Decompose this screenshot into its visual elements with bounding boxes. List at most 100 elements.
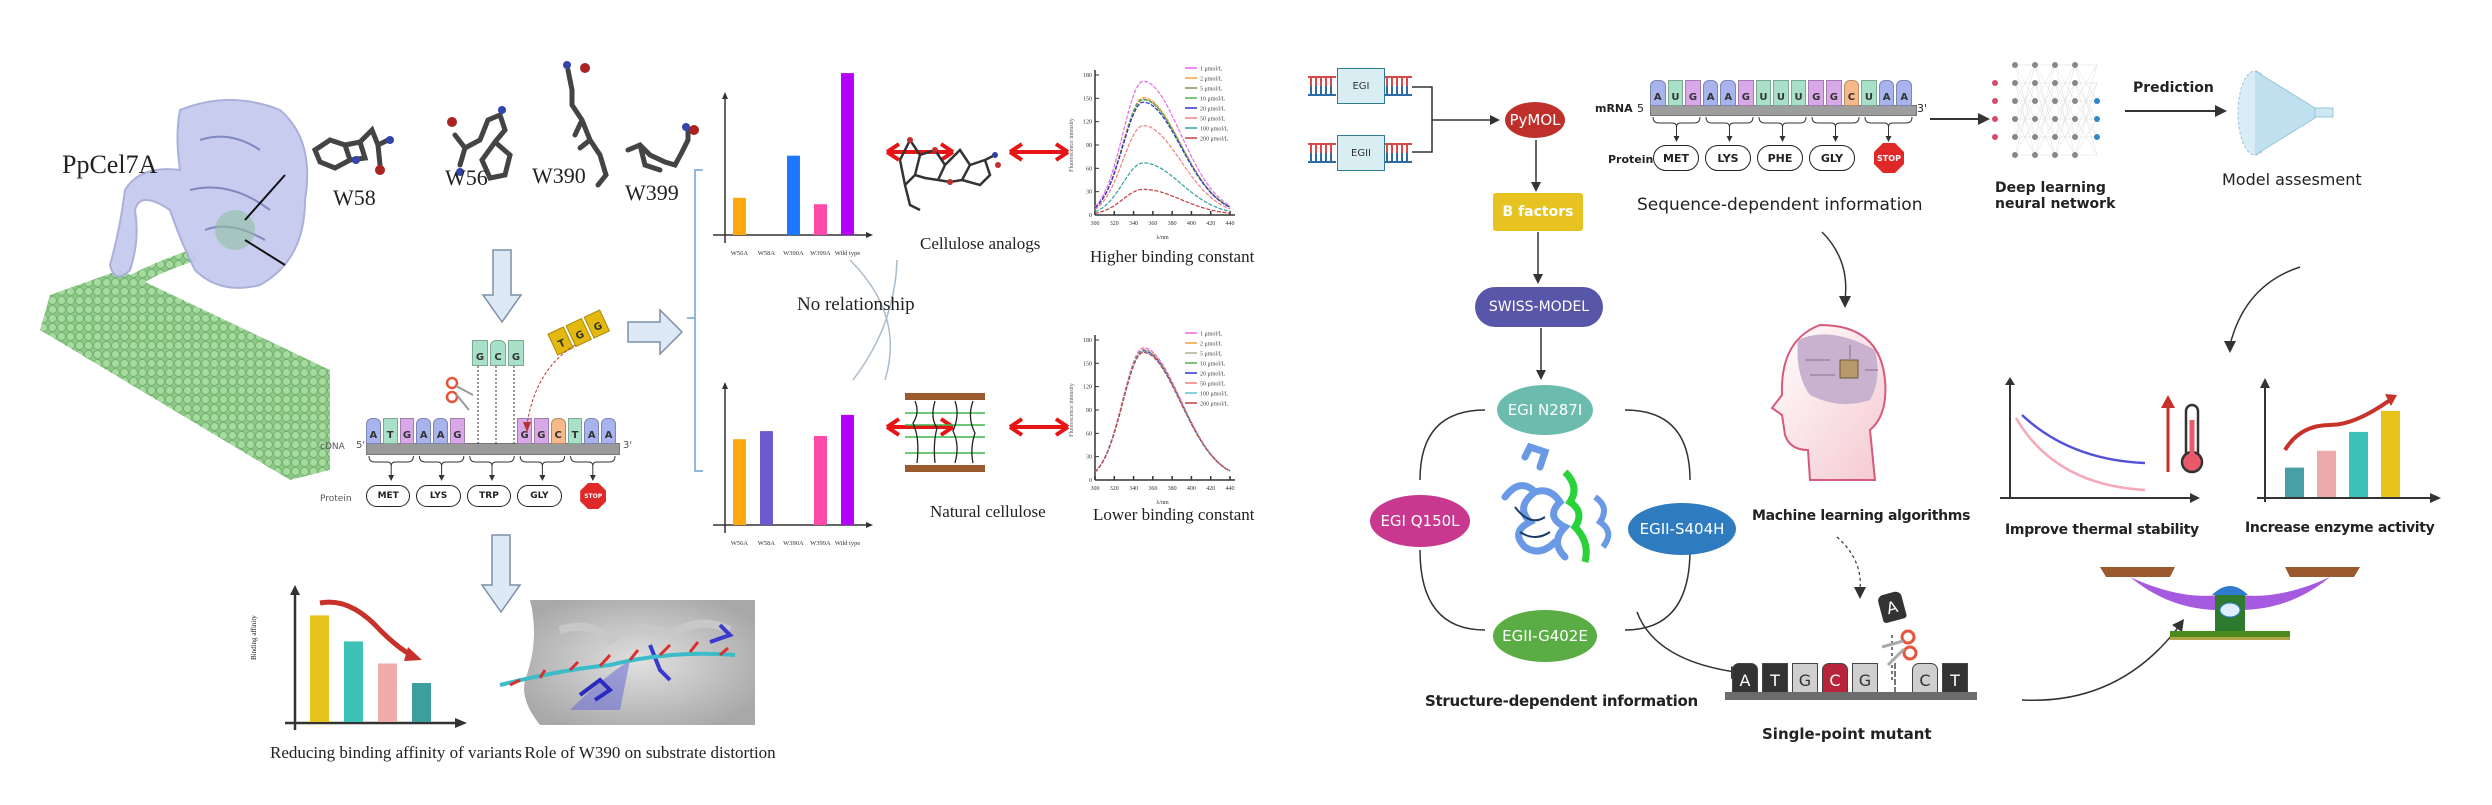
pymol-node: PyMOL <box>1505 102 1565 138</box>
tick-label: W399A <box>810 540 831 547</box>
trend-arrowhead <box>404 647 422 661</box>
dna-rung <box>1330 145 1332 161</box>
x-tick-label: 440 <box>1226 221 1235 227</box>
legend-label: 2 μmol/L <box>1200 342 1223 348</box>
nn-node <box>2052 152 2058 158</box>
w390-caption: Role of W390 on substrate distortion <box>524 743 776 762</box>
codon-arrowhead <box>388 475 395 481</box>
curved-arrow <box>1821 231 1851 308</box>
mrna-three-prime: 3' <box>1917 102 1928 115</box>
nucleotide-A: A <box>416 418 432 444</box>
nn-edge <box>2054 64 2076 138</box>
cdna-strand <box>366 443 620 455</box>
down-arrow-icon <box>481 249 523 324</box>
double-arrow-icon <box>1008 417 1070 437</box>
nucleotide-A: A <box>1878 80 1895 106</box>
nucleotide-T: T <box>567 418 583 444</box>
double-arrow-icon <box>885 142 955 162</box>
x-tick-label: 420 <box>1206 486 1215 492</box>
nn-input-node <box>1992 134 1998 140</box>
codon-braces <box>368 455 616 481</box>
series-line <box>1094 188 1231 214</box>
tick-label: W399A <box>810 250 831 257</box>
protein-ribbon-icon <box>1501 442 1612 563</box>
dna-strand-bottom <box>1384 161 1412 163</box>
legend-label: 50 μmol/L <box>1200 117 1226 123</box>
residue-label-w56: W56 <box>445 165 488 190</box>
mutant-nucleotide-G: G <box>1792 663 1818 693</box>
nucleotide-A: A <box>1650 80 1666 106</box>
protein-label: PpCel7A <box>62 150 158 179</box>
x-tick-label: 440 <box>1226 486 1235 492</box>
thermal-caption: Improve thermal stability <box>2005 522 2199 538</box>
x-axis-label: λ/nm <box>1156 500 1169 506</box>
y-tick-label: 180 <box>1083 73 1092 79</box>
nucleotide-T: T <box>382 418 398 444</box>
model-assessment-label: Model assesment <box>2222 170 2362 189</box>
legend-label: 20 μmol/L <box>1200 372 1226 378</box>
tick-label: W58A <box>758 540 776 547</box>
x-tick-label: 400 <box>1187 221 1196 227</box>
prediction-arrow <box>2125 105 2227 117</box>
nn-edge <box>2014 82 2036 156</box>
legend-label: 10 μmol/L <box>1200 362 1226 368</box>
codon-phe: PHE <box>1757 145 1803 171</box>
ml-caption: Machine learning algorithms <box>1752 508 1971 524</box>
tick-label: W390A <box>783 250 804 257</box>
nucleotide-U: U <box>1755 80 1772 106</box>
codon-brace <box>1705 116 1754 128</box>
nucleotide-C: C <box>490 340 506 366</box>
dna-rung <box>1325 78 1327 94</box>
mrna-five-prime: 5 <box>1637 102 1644 115</box>
nn-edge <box>2014 118 2036 156</box>
nn-node <box>2012 80 2018 86</box>
flow-arrow-down <box>1531 140 1541 192</box>
activity-bar <box>2381 410 2400 497</box>
nn-node <box>2032 152 2038 158</box>
mutant-nucleotide-A: A <box>1732 663 1758 693</box>
cellulose-analogs-label: Cellulose analogs <box>920 234 1041 253</box>
nucleotide-G: G <box>1826 80 1842 106</box>
bar-w58a <box>760 431 773 525</box>
ppcel7a-structure <box>40 99 330 480</box>
nucleotide-A: A <box>1720 80 1736 106</box>
gene-box: EGI <box>1337 68 1385 104</box>
mutant-node-g402e: EGII-G402E <box>1493 610 1597 662</box>
residue-label-w58: W58 <box>333 185 376 210</box>
codon-met: MET <box>366 485 411 507</box>
natural-cellulose-label: Natural cellulose <box>930 502 1046 521</box>
dna-strand-top <box>1384 143 1412 145</box>
double-arrow-icon <box>1008 142 1070 162</box>
dna-rung <box>1401 78 1403 94</box>
codon-lys: LYS <box>416 485 461 507</box>
dna-rung <box>1320 145 1322 161</box>
mutant-nucleotide-G: G <box>1852 663 1878 693</box>
nucleotide-A: A <box>601 418 616 444</box>
nn-node <box>2012 116 2018 122</box>
nn-node <box>2052 80 2058 86</box>
brain-head-icon <box>1770 323 1887 481</box>
legend-label: 200 μmol/L <box>1200 402 1229 408</box>
protein-label: Protein <box>1608 153 1654 166</box>
right-arrow-icon <box>627 308 684 356</box>
b-factors-node: B factors <box>1493 193 1583 231</box>
y-tick-label: 150 <box>1083 361 1092 367</box>
codon-brace <box>519 455 566 467</box>
swiss-model-node: SWISS-MODEL <box>1475 287 1603 327</box>
tick-label: W56A <box>731 540 749 547</box>
nn-node <box>2052 98 2058 104</box>
cellulose-linker <box>130 250 198 285</box>
residue-label-w399: W399 <box>625 180 679 205</box>
dna-rung <box>1325 145 1327 161</box>
y-tick-label: 120 <box>1083 385 1092 391</box>
legend-label: 5 μmol/L <box>1200 87 1223 93</box>
affinity-bar <box>310 615 329 722</box>
prediction-label: Prediction <box>2133 80 2214 96</box>
y-tick-label: 0 <box>1089 478 1092 484</box>
sequence-caption: Sequence-dependent information <box>1637 195 1923 215</box>
nn-input-node <box>1992 80 1998 86</box>
codon-arrowhead <box>489 475 495 481</box>
y-tick-label: 60 <box>1086 166 1092 172</box>
